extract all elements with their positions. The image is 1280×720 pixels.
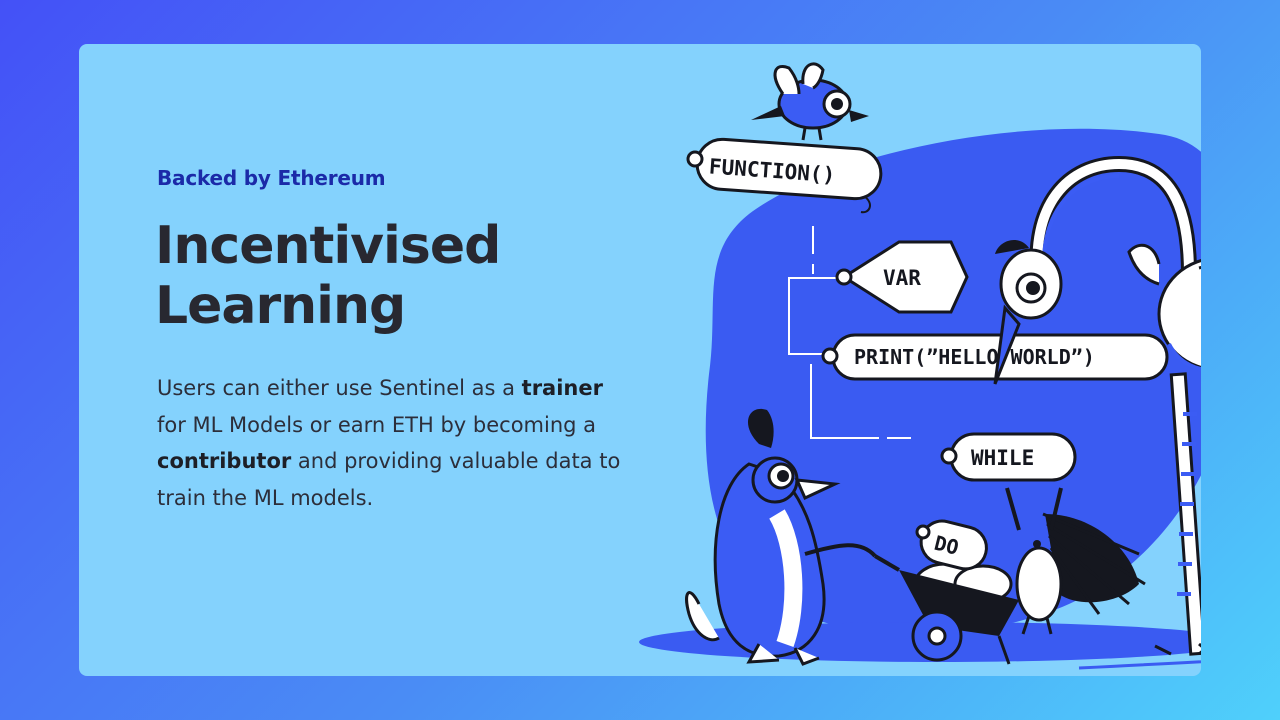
- section-headline: Incentivised Learning: [155, 216, 501, 336]
- tag-while: WHILE: [940, 432, 1077, 482]
- tag-do-label: DO: [932, 531, 961, 560]
- description-text-2: for ML Models or earn ETH by becoming a: [157, 412, 597, 437]
- description-bold-trainer: trainer: [521, 376, 603, 400]
- tag-print: PRINT(”HELLO WORLD”): [821, 333, 1169, 381]
- description-text-1: Users can either use Sentinel as a: [157, 376, 522, 400]
- tag-print-label: PRINT(”HELLO WORLD”): [854, 345, 1095, 369]
- feature-card: Backed by Ethereum Incentivised Learning…: [79, 44, 1201, 676]
- headline-line-1: Incentivised: [155, 216, 501, 276]
- wheelbarrow: DO: [873, 519, 1019, 665]
- section-eyebrow: Backed by Ethereum: [157, 166, 386, 190]
- headline-line-2: Learning: [155, 276, 406, 336]
- description-bold-contributor: contributor: [157, 449, 292, 473]
- connector-lines: [788, 226, 911, 439]
- tall-bird: [993, 155, 1201, 656]
- flying-bird: [751, 62, 869, 141]
- birds-illustration: FUNCTION() VAR PRINT(”HELLO WORLD”) WHIL…: [639, 62, 1201, 670]
- spiky-creature: [1005, 487, 1146, 635]
- penguin-bird: [685, 408, 877, 666]
- section-description: Users can either use Sentinel as a train…: [157, 370, 637, 516]
- description-text-3: and providing valuable data to train the…: [157, 449, 621, 510]
- tag-while-label: WHILE: [971, 446, 1034, 470]
- tag-function: FUNCTION(): [686, 137, 883, 214]
- tag-var-label: VAR: [883, 266, 921, 290]
- background-blob: [705, 128, 1201, 634]
- tag-var: VAR: [835, 240, 969, 314]
